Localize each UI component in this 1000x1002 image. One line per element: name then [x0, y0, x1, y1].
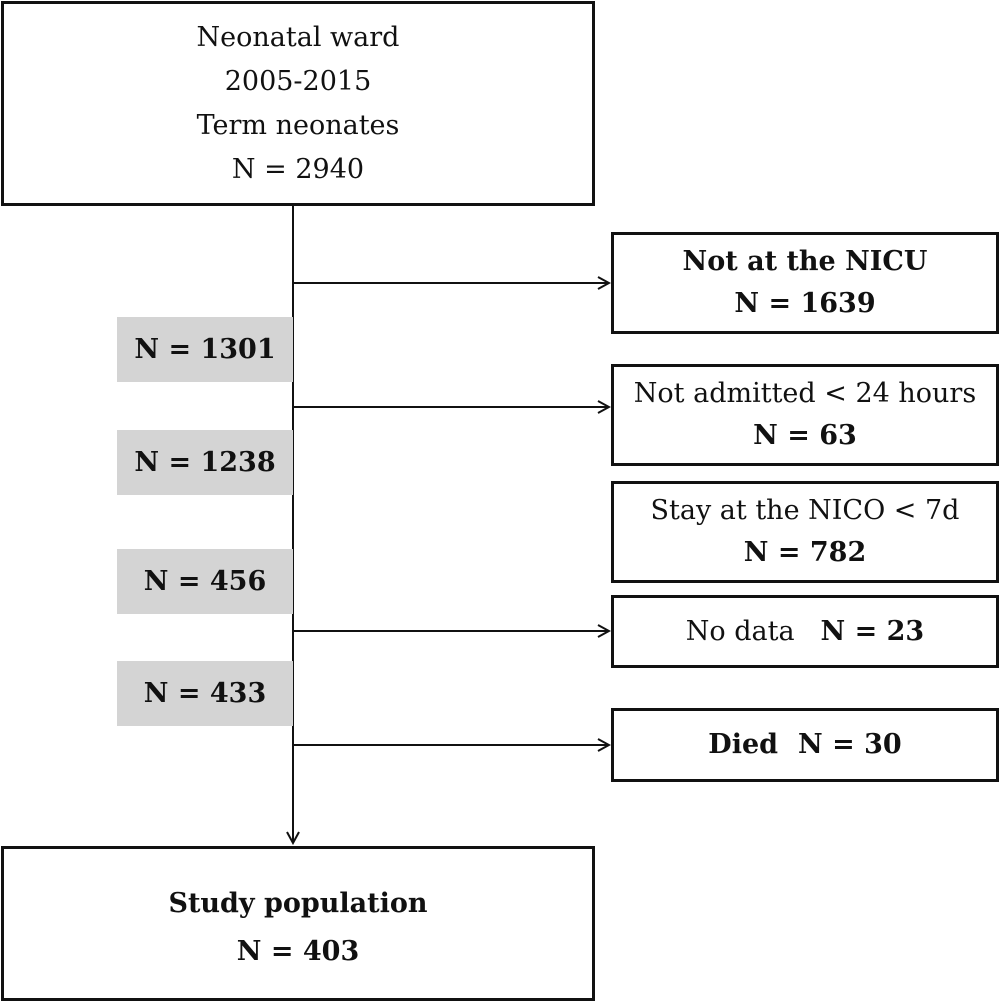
exclusion-box-not-admitted: Not admitted < 24 hours N = 63: [611, 364, 999, 466]
exclusion-box-no-data: No data N = 23: [611, 595, 999, 668]
exclusion-count-not-at-nicu: N = 1639: [734, 288, 876, 319]
exclusion-count-no-data: N = 23: [820, 615, 925, 647]
exclusion-label-short-stay: Stay at the NICO < 7d: [650, 495, 960, 526]
remaining-count-4: N = 433: [117, 661, 293, 726]
top-box-neonatal-ward: Neonatal ward 2005-2015 Term neonates N …: [1, 1, 595, 206]
exclusion-box-not-at-nicu: Not at the NICU N = 1639: [611, 232, 999, 334]
exclusion-label-died: Died: [708, 729, 779, 760]
remaining-count-2: N = 1238: [117, 430, 293, 495]
final-box-study-population: Study population N = 403: [1, 846, 595, 1001]
exclusion-count-not-admitted: N = 63: [753, 420, 857, 451]
final-box-count: N = 403: [236, 935, 360, 967]
exclusion-label-not-admitted: Not admitted < 24 hours: [633, 378, 977, 409]
exclusion-count-short-stay: N = 782: [743, 537, 867, 568]
exclusion-label-not-at-nicu: Not at the NICU: [682, 246, 928, 277]
exclusion-label-no-data: No data: [685, 615, 795, 647]
top-box-line-term: Term neonates: [196, 109, 400, 141]
exclusion-box-died: Died N = 30: [611, 708, 999, 782]
top-box-line-years: 2005-2015: [224, 65, 372, 97]
top-box-line-count: N = 2940: [231, 153, 365, 185]
exclusion-box-short-stay: Stay at the NICO < 7d N = 782: [611, 481, 999, 583]
final-box-title: Study population: [168, 887, 428, 919]
remaining-count-3: N = 456: [117, 549, 293, 614]
top-box-line-ward: Neonatal ward: [196, 21, 400, 53]
exclusion-count-died: N = 30: [798, 729, 902, 760]
remaining-count-1: N = 1301: [117, 317, 293, 382]
